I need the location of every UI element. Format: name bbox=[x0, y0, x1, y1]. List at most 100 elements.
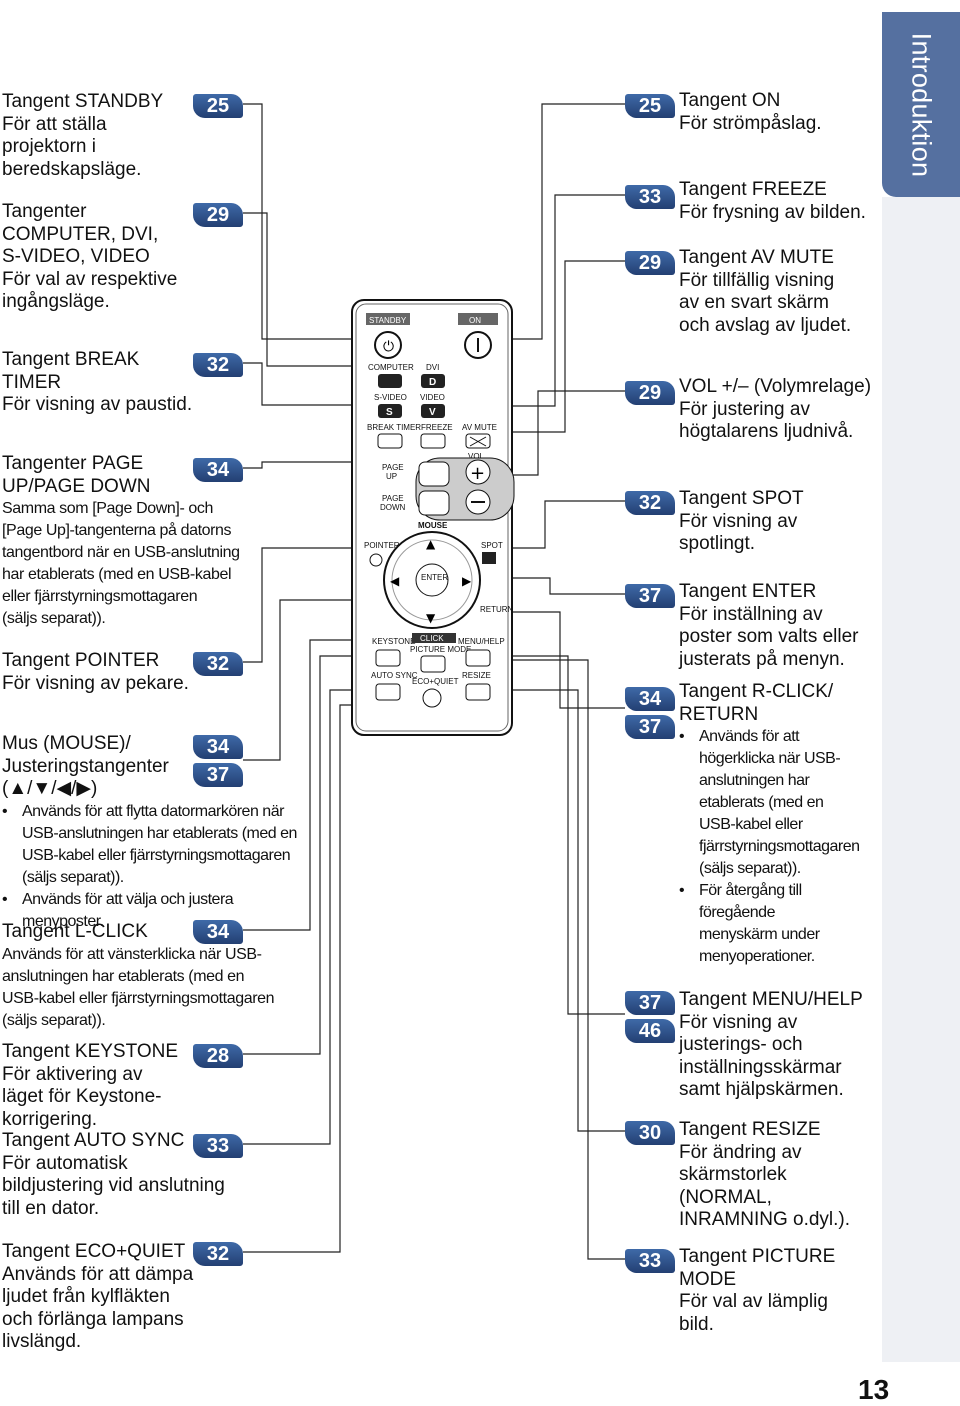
page-ref-badge[interactable]: 33 bbox=[625, 1249, 675, 1273]
resize-button[interactable] bbox=[465, 683, 491, 701]
keystone-button[interactable] bbox=[375, 649, 401, 667]
callout-title: VOL +/– (Volymrelage) bbox=[679, 376, 872, 397]
pointer-callout: Tangent POINTER För visning av pekare. bbox=[2, 650, 222, 695]
picture-mode-callout: Tangent PICTURE MODE För val av lämplig … bbox=[679, 1246, 879, 1336]
callout-desc: Används för att vänsterklicka när USB- a… bbox=[2, 945, 275, 1029]
page-ref-badge[interactable]: 30 bbox=[625, 1121, 675, 1145]
callout-title: Tangent BREAK TIMER bbox=[2, 349, 140, 393]
freeze-label: FREEZE bbox=[421, 423, 453, 432]
callout-title: Tangent ECO+QUIET bbox=[2, 1241, 186, 1262]
spot-button[interactable] bbox=[482, 552, 496, 564]
callout-title: Tangent AV MUTE bbox=[679, 247, 834, 268]
callout-title: Tangent KEYSTONE bbox=[2, 1041, 179, 1062]
eco-quiet-label: ECO+QUIET bbox=[412, 677, 459, 686]
page-ref-badge[interactable]: 32 bbox=[193, 652, 243, 676]
page-up-label: PAGE bbox=[382, 463, 404, 472]
eco-quiet-button[interactable] bbox=[422, 688, 442, 708]
page-ref-badge[interactable]: 37 bbox=[625, 991, 675, 1015]
page-up-button[interactable] bbox=[418, 461, 450, 487]
av-mute-label: AV MUTE bbox=[462, 423, 497, 432]
callout-title: Tangenter PAGE UP/PAGE DOWN bbox=[2, 453, 151, 497]
svg-text:+: + bbox=[470, 463, 485, 484]
pointer-button[interactable] bbox=[369, 553, 383, 567]
page-ref-badge[interactable]: 29 bbox=[625, 251, 675, 275]
callout-desc: För automatisk bildjustering vid anslutn… bbox=[2, 1152, 225, 1219]
page-down-button[interactable] bbox=[418, 490, 450, 516]
freeze-button[interactable] bbox=[420, 433, 446, 449]
page-ref-badge[interactable]: 34 bbox=[193, 735, 243, 759]
callout-title: Tangent RESIZE bbox=[679, 1119, 821, 1140]
input-callout: Tangenter COMPUTER, DVI, S-VIDEO, VIDEO … bbox=[2, 201, 202, 314]
page-ref-badge[interactable]: 32 bbox=[193, 353, 243, 377]
section-tab[interactable]: Introduktion bbox=[882, 12, 960, 197]
page-ref-badge[interactable]: 46 bbox=[625, 1019, 675, 1043]
callout-desc: För val av respektive ingångsläge. bbox=[2, 268, 178, 313]
page-ref-badge[interactable]: 34 bbox=[193, 920, 243, 944]
callout-desc: Används för att dämpa ljudet från kylflä… bbox=[2, 1263, 194, 1353]
page-ref-badge[interactable]: 34 bbox=[625, 687, 675, 711]
side-stripe bbox=[882, 197, 960, 1362]
callout-title: Tangent POINTER bbox=[2, 650, 160, 671]
computer-button[interactable] bbox=[378, 374, 402, 388]
vol-label: VOL bbox=[468, 452, 485, 461]
av-mute-callout: Tangent AV MUTE För tillfällig visning a… bbox=[679, 247, 879, 337]
av-mute-button[interactable] bbox=[465, 433, 491, 449]
callout-desc: För att ställa projektorn i beredskapslä… bbox=[2, 113, 142, 180]
callout-desc: För strömpåslag. bbox=[679, 112, 822, 134]
page-ref-badge[interactable]: 29 bbox=[625, 381, 675, 405]
svg-text:⏻: ⏻ bbox=[383, 339, 394, 355]
svg-text:▶: ▶ bbox=[462, 574, 472, 588]
video-button[interactable]: V bbox=[421, 404, 445, 418]
mouse-callout: Mus (MOUSE)/ Justeringstangenter (▲/▼/◀/… bbox=[2, 733, 312, 933]
callout-title: Tangent AUTO SYNC bbox=[2, 1130, 185, 1151]
pointer-label: POINTER bbox=[364, 541, 400, 550]
page-ref-badge[interactable]: 29 bbox=[193, 203, 243, 227]
page-ref-badge[interactable]: 37 bbox=[625, 584, 675, 608]
vol-down-button[interactable] bbox=[465, 489, 491, 515]
page-ref-badge[interactable]: 37 bbox=[625, 715, 675, 739]
menu-help-button[interactable] bbox=[465, 649, 491, 667]
page-ref-badge[interactable]: 37 bbox=[193, 763, 243, 787]
callout-title: Tangent FREEZE bbox=[679, 179, 827, 200]
on-button[interactable] bbox=[464, 331, 492, 359]
resize-label: RESIZE bbox=[462, 671, 491, 680]
callout-bullet: För återgång till föregående menyskärm u… bbox=[679, 880, 879, 968]
mouse-label: MOUSE bbox=[418, 521, 448, 530]
callout-bullet: Används för att välja och justera menypo… bbox=[2, 889, 312, 933]
standby-button[interactable]: ⏻ bbox=[374, 331, 402, 359]
callout-title: Tangent SPOT bbox=[679, 488, 804, 509]
callout-desc: För visning av justerings- och inställni… bbox=[679, 1011, 844, 1101]
page-ref-badge[interactable]: 32 bbox=[625, 491, 675, 515]
enter-button[interactable] bbox=[415, 563, 449, 597]
page-number: 13 bbox=[858, 1374, 890, 1405]
page-ref-badge[interactable]: 25 bbox=[193, 94, 243, 118]
l-click-callout: Tangent L-CLICK Används för att vänsterk… bbox=[2, 921, 312, 1032]
video-label: VIDEO bbox=[420, 393, 445, 402]
break-timer-button[interactable] bbox=[377, 433, 403, 449]
volume-callout: VOL +/– (Volymrelage) För justering av h… bbox=[679, 376, 879, 444]
vol-up-button[interactable]: + bbox=[465, 459, 491, 485]
callout-desc: För visning av pekare. bbox=[2, 672, 189, 694]
page-ref-badge[interactable]: 28 bbox=[193, 1044, 243, 1068]
auto-sync-button[interactable] bbox=[375, 683, 401, 701]
picture-mode-label: PICTURE MODE bbox=[410, 645, 471, 654]
page-ref-badge[interactable]: 25 bbox=[625, 94, 675, 118]
page-ref-badge[interactable]: 34 bbox=[193, 458, 243, 482]
svg-text:S: S bbox=[386, 407, 393, 418]
freeze-callout: Tangent FREEZE För frysning av bilden. bbox=[679, 179, 879, 224]
callout-desc: För inställning av poster som valts elle… bbox=[679, 603, 859, 670]
svg-text:◀: ◀ bbox=[390, 574, 400, 588]
picture-mode-button[interactable] bbox=[420, 655, 446, 673]
svideo-button[interactable]: S bbox=[378, 404, 402, 418]
callout-desc: För justering av högtalarens ljudnivå. bbox=[679, 398, 854, 443]
page-ref-badge[interactable]: 33 bbox=[193, 1134, 243, 1158]
svg-text:UP: UP bbox=[386, 472, 397, 481]
page-ref-badge[interactable]: 32 bbox=[193, 1242, 243, 1266]
on-callout: Tangent ON För strömpåslag. bbox=[679, 90, 879, 135]
callout-title: Tangent PICTURE MODE bbox=[679, 1246, 836, 1290]
page-ref-badge[interactable]: 33 bbox=[625, 185, 675, 209]
dvi-button[interactable]: D bbox=[421, 374, 445, 388]
page-up-down-callout: Tangenter PAGE UP/PAGE DOWN Samma som [P… bbox=[2, 453, 302, 630]
